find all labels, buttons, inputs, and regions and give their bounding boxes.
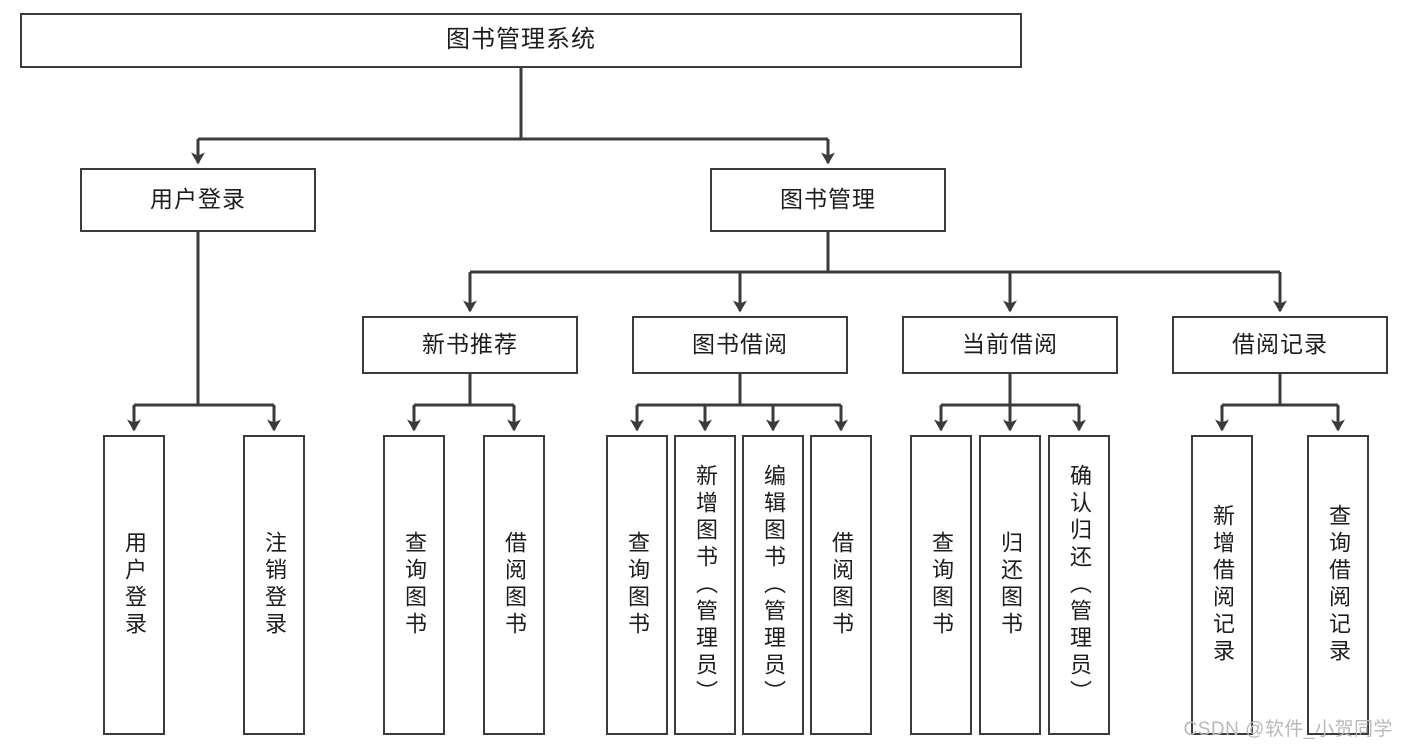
watermark-text: CSDN @软件_小贺同学	[1183, 719, 1393, 740]
leaf-label: 编辑图书（管理员）	[761, 463, 786, 707]
leaf-label: 借阅图书	[829, 531, 854, 639]
node-current-borrow[interactable]: 当前借阅	[902, 316, 1118, 374]
node-label: 图书管理系统	[446, 26, 596, 54]
leaf-label: 借阅图书	[502, 531, 527, 639]
node-root-system[interactable]: 图书管理系统	[20, 13, 1022, 68]
leaf-label: 注销登录	[262, 531, 287, 639]
node-label: 图书借阅	[692, 331, 788, 358]
leaf-label: 查询借阅记录	[1326, 504, 1351, 666]
node-label: 新书推荐	[422, 331, 518, 358]
node-user-login[interactable]: 用户登录	[80, 168, 316, 232]
leaf-borrow-query-book[interactable]: 查询图书	[606, 435, 668, 735]
leaf-label: 用户登录	[122, 531, 147, 639]
leaf-user-login-signin[interactable]: 用户登录	[103, 435, 165, 735]
node-label: 用户登录	[150, 186, 246, 213]
leaf-label: 查询图书	[625, 531, 650, 639]
leaf-label: 查询图书	[929, 531, 954, 639]
leaf-label: 新增借阅记录	[1210, 504, 1235, 666]
node-label: 当前借阅	[962, 331, 1058, 358]
leaf-borrow-borrow-book[interactable]: 借阅图书	[810, 435, 872, 735]
leaf-current-query-book[interactable]: 查询图书	[910, 435, 972, 735]
leaf-record-query-record[interactable]: 查询借阅记录	[1307, 435, 1369, 735]
leaf-recommend-borrow-book[interactable]: 借阅图书	[483, 435, 545, 735]
node-new-book-recommend[interactable]: 新书推荐	[362, 316, 578, 374]
node-label: 图书管理	[780, 186, 876, 213]
leaf-label: 确认归还（管理员）	[1067, 463, 1092, 707]
leaf-borrow-add-book[interactable]: 新增图书（管理员）	[674, 435, 736, 735]
leaf-label: 查询图书	[402, 531, 427, 639]
leaf-record-add-record[interactable]: 新增借阅记录	[1191, 435, 1253, 735]
leaf-current-confirm-return[interactable]: 确认归还（管理员）	[1048, 435, 1110, 735]
leaf-label: 新增图书（管理员）	[693, 463, 718, 707]
leaf-recommend-query-book[interactable]: 查询图书	[383, 435, 445, 735]
node-borrow-record[interactable]: 借阅记录	[1172, 316, 1388, 374]
leaf-borrow-edit-book[interactable]: 编辑图书（管理员）	[742, 435, 804, 735]
leaf-label: 归还图书	[998, 531, 1023, 639]
node-book-borrow[interactable]: 图书借阅	[632, 316, 848, 374]
node-book-management[interactable]: 图书管理	[710, 168, 946, 232]
leaf-user-login-signout[interactable]: 注销登录	[243, 435, 305, 735]
node-label: 借阅记录	[1232, 331, 1328, 358]
leaf-current-return-book[interactable]: 归还图书	[979, 435, 1041, 735]
